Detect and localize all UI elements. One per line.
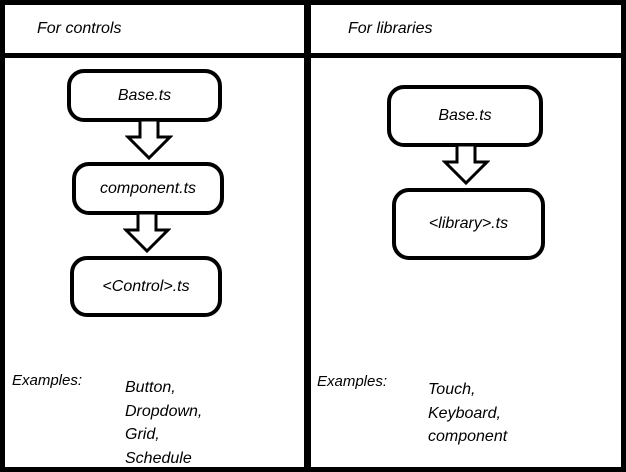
flow-node-base-ts-libraries: Base.ts: [387, 85, 543, 147]
example-item: component: [428, 428, 508, 445]
example-item: Keyboard,: [428, 404, 501, 422]
down-arrow-icon: [125, 119, 173, 160]
panel-divider: [304, 5, 311, 467]
example-item: Touch,: [428, 381, 476, 398]
example-item: Button,: [125, 379, 176, 396]
panel-header-controls: For controls: [37, 20, 122, 37]
example-item: Dropdown,: [125, 402, 203, 420]
flow-node-library-ts: <library>.ts: [392, 188, 545, 260]
panel-header-libraries: For libraries: [348, 20, 433, 37]
header-separator: [5, 53, 621, 58]
flow-node-control-ts: <Control>.ts: [70, 256, 222, 317]
example-item: Grid,: [125, 426, 160, 443]
down-arrow-icon: [442, 144, 490, 185]
examples-label-controls: Examples:: [12, 372, 83, 389]
down-arrow-icon: [123, 212, 171, 253]
examples-list-libraries: Touch, Keyboard, component: [428, 378, 507, 449]
flow-node-component-ts: component.ts: [72, 162, 224, 215]
flow-node-base-ts-controls: Base.ts: [67, 69, 222, 122]
example-item: Schedule: [125, 449, 192, 467]
examples-label-libraries: Examples:: [317, 373, 388, 390]
examples-list-controls: Button, Dropdown, Grid, Schedule: [125, 376, 203, 467]
